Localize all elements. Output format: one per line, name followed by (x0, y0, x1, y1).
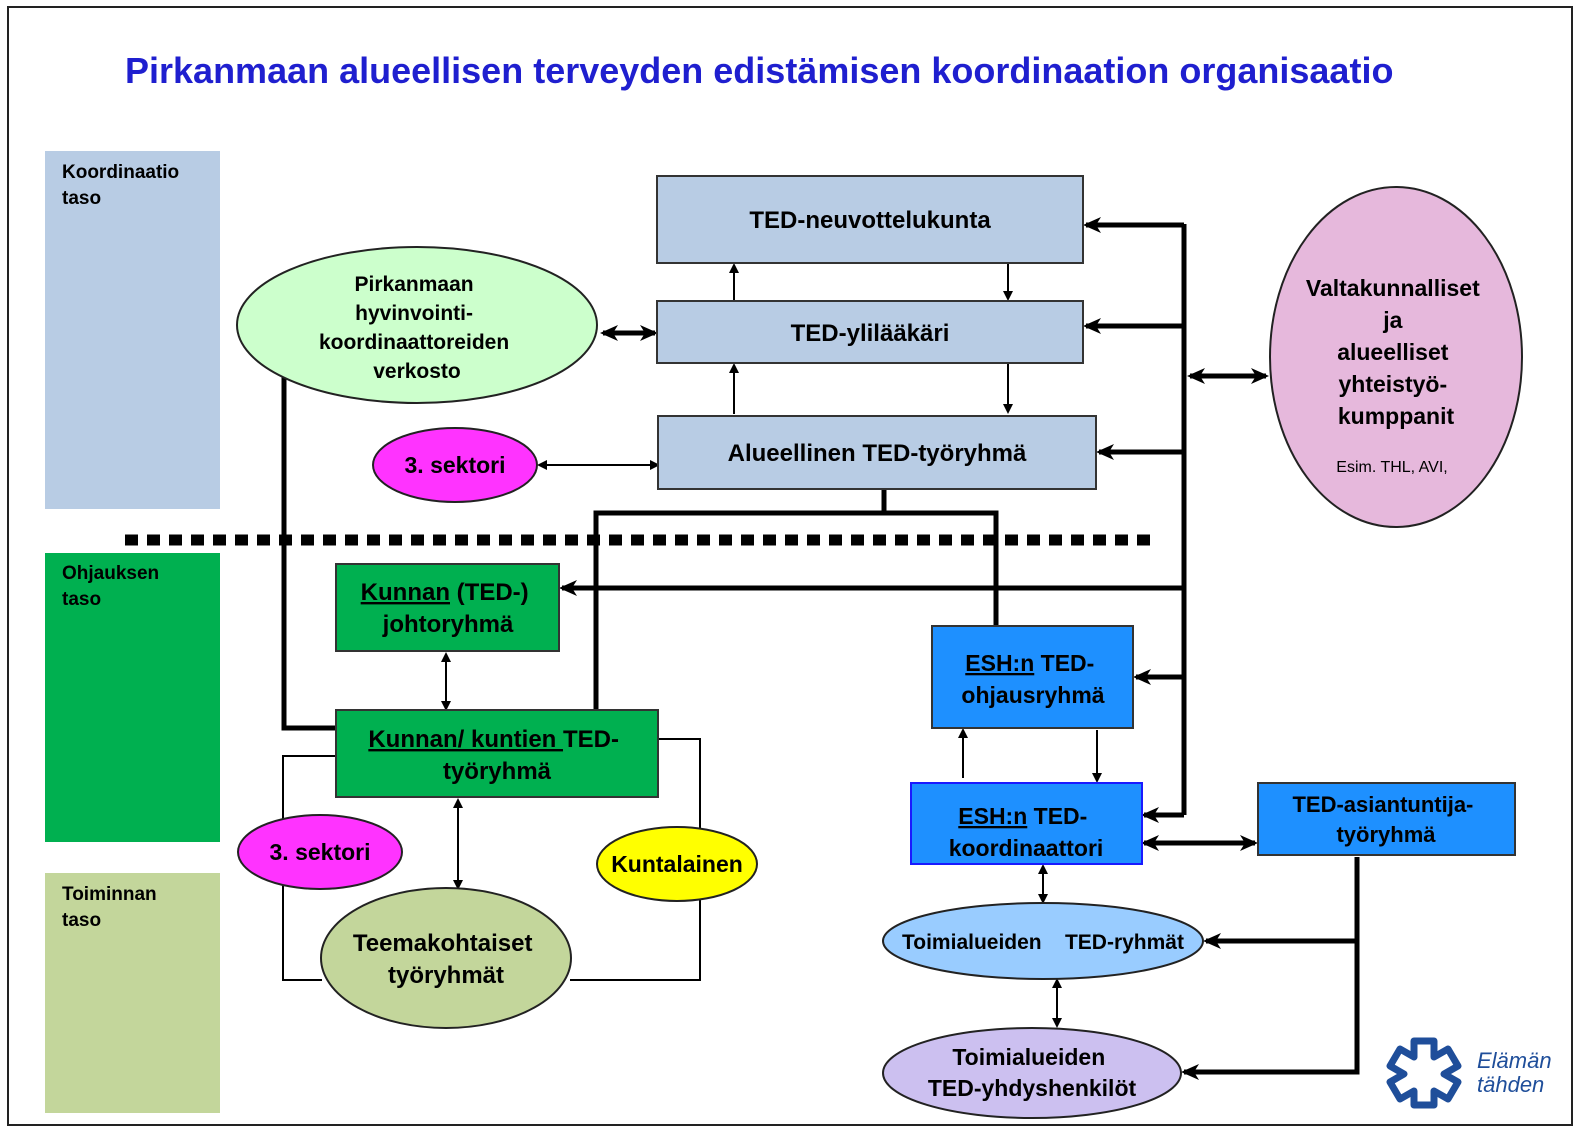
esh-ohjausryhma-box: ESH:n TED- ohjausryhmä (931, 625, 1134, 729)
steering-level-band (45, 553, 220, 842)
svg-text:Teemakohtaiset työryhmät: Teemakohtaiset työryhmät (353, 930, 539, 989)
slide-frame (7, 6, 1573, 1126)
svg-text:ESH:n TED- koordinaattor: ESH:n TED- koordinaattori (949, 803, 1104, 861)
hyvinvointi-network-ellipse: Pirkanmaan hyvinvointi- koordinaattoreid… (236, 246, 598, 404)
svg-text:3. sektori: 3. sektori (405, 452, 506, 478)
svg-text:Valtakunnalliset ja: Valtakunnalliset ja alueelliset yhteisty… (1306, 275, 1486, 429)
esh-koordinaattori-box: ESH:n TED- koordinaattori (910, 782, 1143, 865)
svg-text:Toimialueiden TED-ryhmät: Toimialueiden TED-ryhmät (902, 931, 1184, 954)
svg-text:TED-ylilääkäri: TED-ylilääkäri (791, 320, 950, 347)
svg-text:TED-neuvottelukunta: TED-neuvottelukunta (749, 207, 991, 234)
page-title: Pirkanmaan alueellisen terveyden edistäm… (125, 50, 1393, 91)
svg-text:Pirkanmaan hyvinvointi-: Pirkanmaan hyvinvointi- koordinaattoreid… (319, 273, 515, 383)
kuntalainen-ellipse: Kuntalainen (596, 826, 758, 902)
svg-text:Toimialueiden TED-yhdysh: Toimialueiden TED-yhdyshenkilöt (928, 1044, 1137, 1101)
teemakohtaiset-ellipse: Teemakohtaiset työryhmät (320, 887, 572, 1029)
ted-neuvottelukunta-box: TED-neuvottelukunta (656, 175, 1084, 264)
elaman-tahden-logo: Elämän tähden (1386, 1037, 1552, 1109)
thick-connectors (281, 217, 1360, 1080)
valtakunnalliset-ellipse: Valtakunnalliset ja alueelliset yhteisty… (1269, 186, 1523, 528)
svg-text:Kunnan (TED-) johtoryhmä: Kunnan (TED-) johtoryhmä (361, 579, 536, 638)
svg-text:TED-asiantuntija- työryh: TED-asiantuntija- työryhmä (1292, 792, 1479, 847)
svg-text:Kunnan/ kuntien TED- työ: Kunnan/ kuntien TED- työryhmä (368, 726, 625, 785)
svg-text:Alueellinen TED-työryhmä: Alueellinen TED-työryhmä (728, 440, 1027, 467)
yhdyshenkilot-ellipse: Toimialueiden TED-yhdyshenkilöt (882, 1027, 1182, 1119)
sektori-bottom-ellipse: 3. sektori (237, 814, 403, 890)
coordination-level-label: Koordinaatio taso (62, 162, 184, 209)
operational-level-label: Toiminnan taso (62, 884, 162, 931)
svg-text:Elämän: Elämän (1477, 1048, 1552, 1073)
ted-ylilaakari-box: TED-ylilääkäri (656, 300, 1084, 364)
svg-text:tähden: tähden (1477, 1072, 1544, 1097)
svg-text:3. sektori: 3. sektori (270, 839, 371, 865)
kunnan-johtoryhma-box: Kunnan (TED-) johtoryhmä (335, 563, 560, 652)
alueellinen-tyoryhma-box: Alueellinen TED-työryhmä (657, 415, 1097, 490)
svg-text:ESH:n TED- ohjausryhmä: ESH:n TED- ohjausryhmä (961, 650, 1104, 708)
operational-level-band (45, 873, 220, 1113)
kunnan-tyoryhma-box: Kunnan/ kuntien TED- työryhmä (335, 709, 659, 798)
ted-asiantuntija-box: TED-asiantuntija- työryhmä (1257, 782, 1516, 856)
svg-text:Kuntalainen: Kuntalainen (611, 851, 743, 877)
star-cross-icon (1386, 1037, 1462, 1109)
steering-level-label: Ohjauksen taso (62, 563, 164, 610)
svg-text:Esim. THL, AVI,: Esim. THL, AVI, (1336, 459, 1447, 476)
sektori-top-ellipse: 3. sektori (372, 427, 538, 503)
toimialueiden-ryhmat-ellipse: Toimialueiden TED-ryhmät (882, 902, 1204, 980)
coordination-level-band (45, 151, 220, 509)
